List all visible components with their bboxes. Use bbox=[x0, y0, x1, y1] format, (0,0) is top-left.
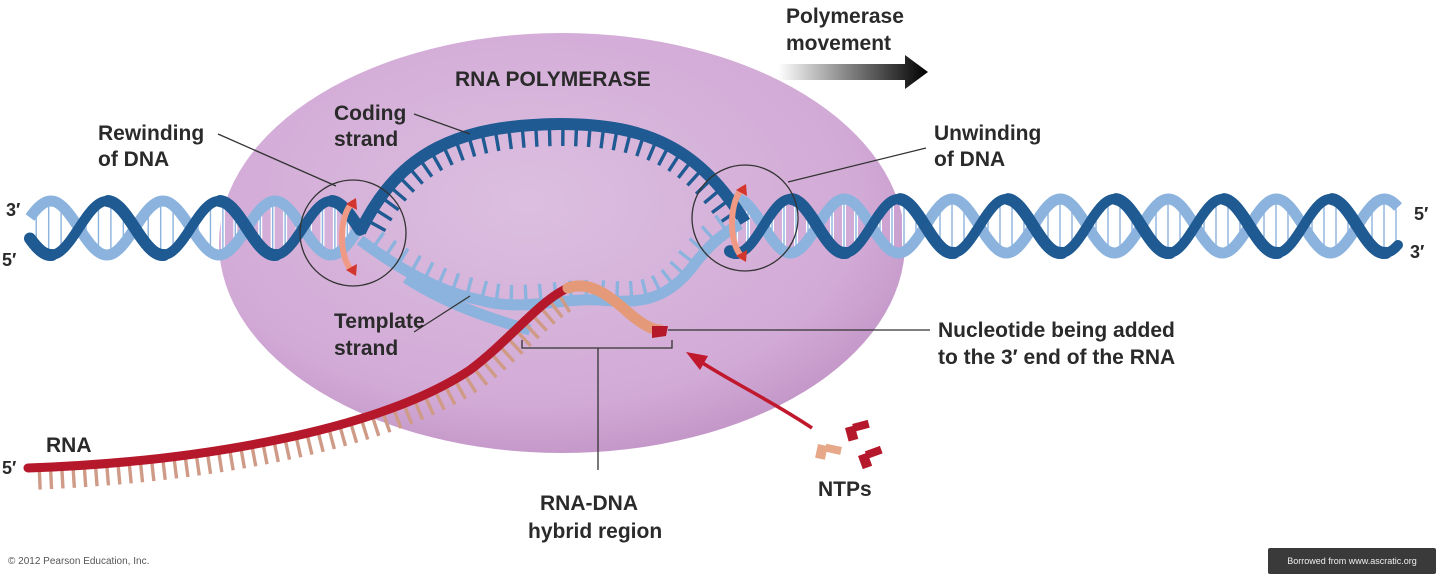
rewinding-label: Rewinding bbox=[98, 122, 204, 145]
coding-strand-label-2: strand bbox=[334, 128, 398, 151]
template-strand-leader bbox=[413, 295, 471, 333]
coding-strand bbox=[354, 117, 751, 235]
hybrid-region-bracket bbox=[521, 340, 673, 470]
rna-strand bbox=[23, 283, 573, 490]
unwinding-circle bbox=[691, 164, 799, 272]
polymerase-movement-arrow bbox=[778, 55, 928, 89]
rewinding-leader bbox=[217, 133, 337, 187]
dna-helix bbox=[24, 193, 1403, 261]
unwinding-leader bbox=[787, 147, 927, 183]
template-strand-label-2: strand bbox=[334, 337, 398, 360]
source-credit-badge: Borrowed from www.ascratic.org bbox=[1268, 548, 1436, 574]
hybrid-region-label-2: hybrid region bbox=[528, 520, 662, 543]
unwinding-label: Unwinding bbox=[934, 122, 1041, 145]
ntp-arrow-head bbox=[686, 352, 708, 370]
right-bottom-end-label: 3′ bbox=[1410, 242, 1424, 262]
transcription-bubble bbox=[354, 117, 751, 336]
template-strand-tail bbox=[403, 273, 532, 336]
left-bottom-end-label: 5′ bbox=[2, 250, 16, 270]
rna-backbone bbox=[23, 283, 573, 473]
rna-dna-hybrid-strand bbox=[562, 280, 666, 336]
rewinding-label-2: of DNA bbox=[98, 148, 169, 171]
rna-five-prime-label: 5′ bbox=[2, 458, 16, 478]
ntps-label: NTPs bbox=[818, 478, 872, 501]
unwinding-label-2: of DNA bbox=[934, 148, 1005, 171]
template-strand bbox=[356, 219, 743, 311]
added-nucleotide bbox=[652, 326, 668, 338]
copyright-notice: © 2012 Pearson Education, Inc. bbox=[8, 556, 150, 567]
coding-strand-leader bbox=[413, 113, 471, 135]
left-top-end-label: 3′ bbox=[6, 200, 20, 220]
dna-strand-dark bbox=[1391, 239, 1403, 253]
rna-label: RNA bbox=[46, 434, 92, 457]
coding-strand-label: Coding bbox=[334, 102, 406, 125]
ntp-molecules bbox=[815, 419, 883, 470]
hybrid-region-label: RNA-DNA bbox=[540, 492, 638, 515]
rna-polymerase-label: RNA POLYMERASE bbox=[455, 68, 651, 91]
dna-strand-light bbox=[727, 193, 1402, 259]
polymerase-movement-label: Polymerase bbox=[786, 5, 904, 28]
nucleotide-label-2: to the 3′ end of the RNA bbox=[938, 346, 1175, 369]
nucleotide-label: Nucleotide being added bbox=[938, 319, 1175, 342]
right-top-end-label: 5′ bbox=[1414, 204, 1428, 224]
rewinding-rotation-icon bbox=[339, 198, 357, 276]
polymerase-movement-label-2: movement bbox=[786, 32, 891, 55]
unwinding-rotation-icon bbox=[729, 184, 747, 262]
ntp-incoming-arrow bbox=[697, 358, 813, 430]
rewinding-circle bbox=[299, 179, 407, 287]
rna-polymerase-body bbox=[219, 33, 905, 453]
template-strand-label: Template bbox=[334, 310, 425, 333]
